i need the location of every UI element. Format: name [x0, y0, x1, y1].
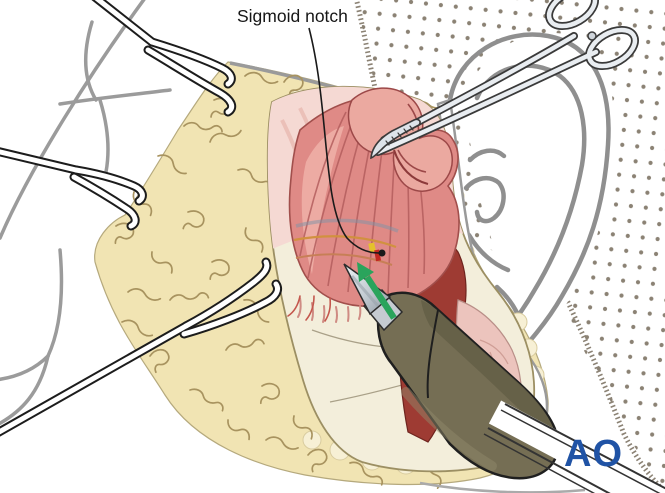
- muscle-fringe: [297, 297, 362, 323]
- ao-logo: AO: [564, 433, 623, 475]
- rake-retractors: [0, 0, 282, 437]
- ear-outline: [439, 32, 615, 459]
- nerve-bands: [293, 218, 399, 266]
- annotation-label: Sigmoid notch: [237, 6, 348, 26]
- nerve-mark-yellow: [368, 242, 376, 253]
- instrument-shaft-bottom: [483, 400, 665, 493]
- muscle-flap: [287, 87, 460, 323]
- annotation: Sigmoid notch: [237, 6, 386, 257]
- retractor-bottom: [0, 257, 282, 437]
- retractor-top: [91, 0, 237, 117]
- direction-arrow: [357, 262, 397, 320]
- clamp-jaw: [370, 118, 421, 160]
- retractor-middle: [0, 147, 147, 231]
- hemostat-clamp: [370, 0, 639, 160]
- leader-dot: [378, 249, 386, 257]
- leader-line: [308, 27, 380, 254]
